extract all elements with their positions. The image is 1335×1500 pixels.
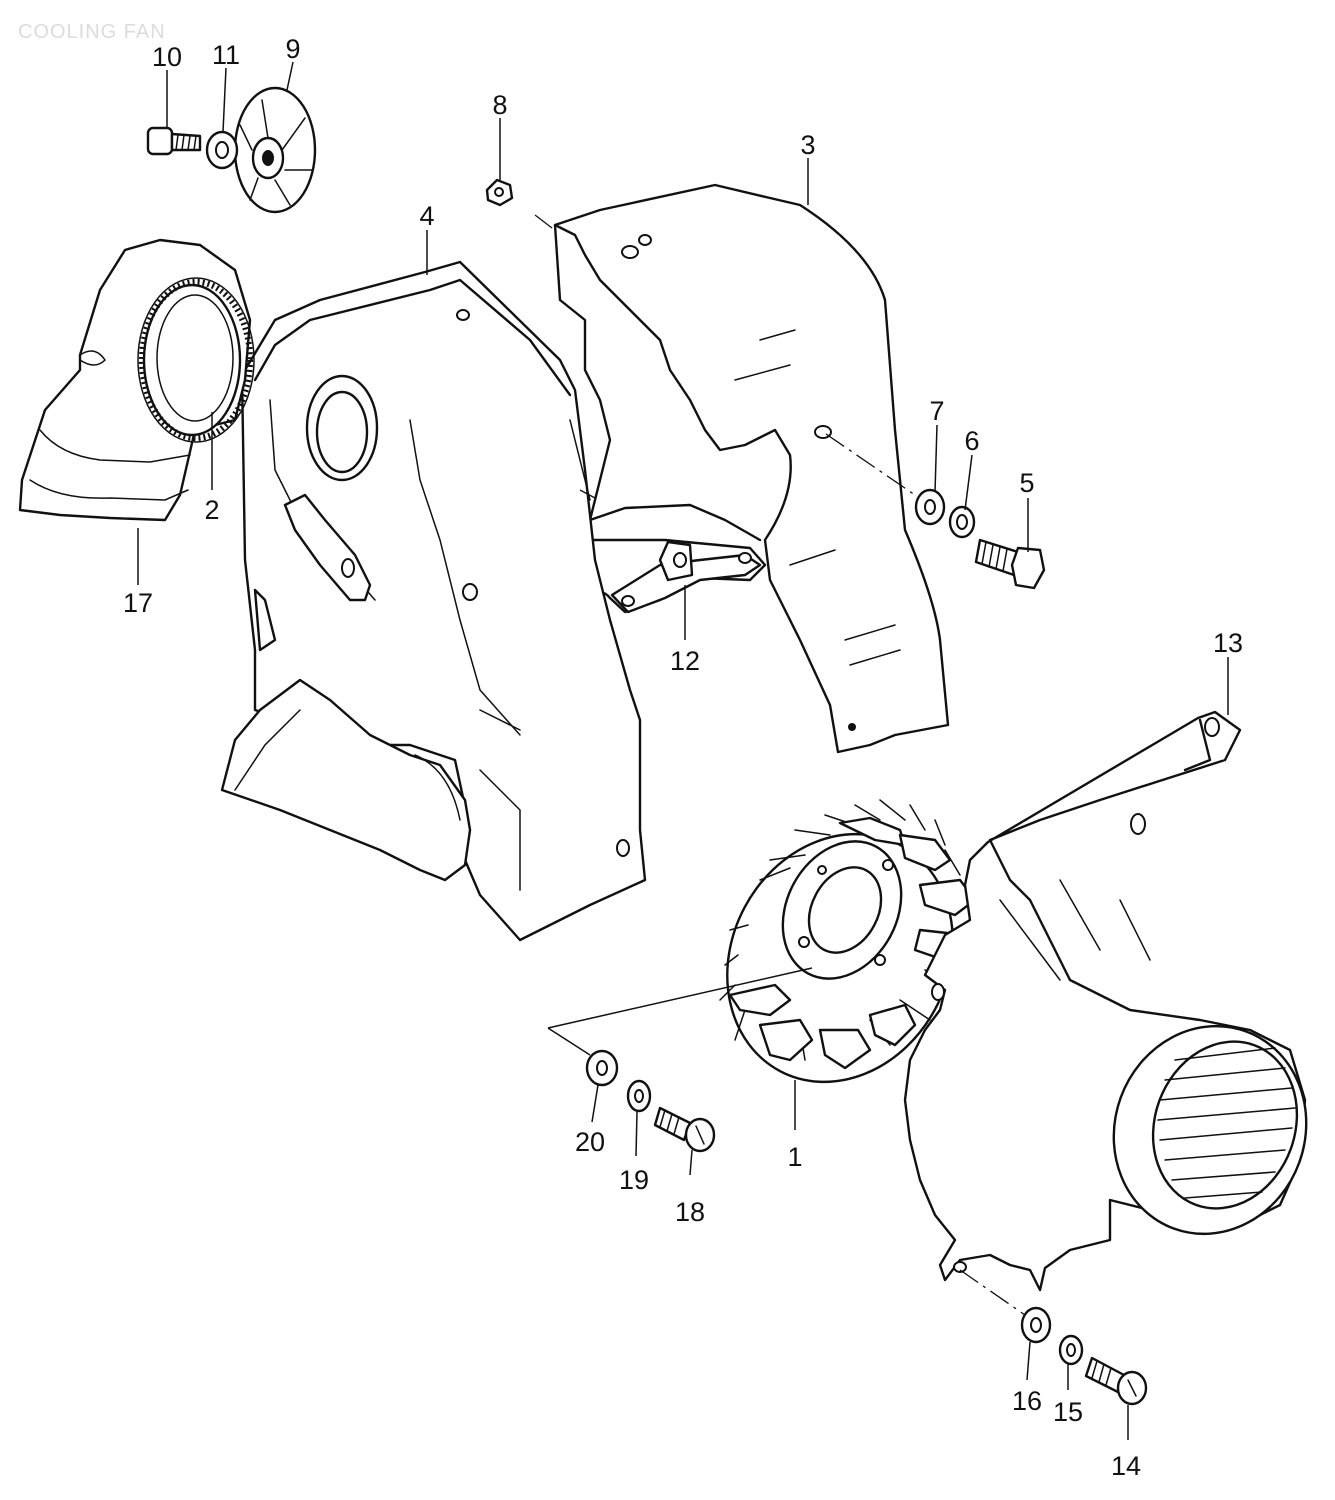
callout-4: 4 (419, 201, 434, 231)
callout-18: 18 (675, 1197, 705, 1227)
screw-14 (1084, 1356, 1148, 1406)
callout-7: 7 (929, 396, 944, 426)
rear-shroud-plate (553, 183, 950, 754)
screw-18 (653, 1106, 716, 1153)
hose-clamp (137, 277, 255, 443)
lock-washer-15 (1058, 1334, 1084, 1366)
fan-cover (903, 710, 1308, 1292)
main-shroud (220, 260, 647, 942)
callout-5: 5 (1019, 468, 1034, 498)
callout-10: 10 (152, 42, 182, 72)
intake-duct (18, 238, 252, 522)
lock-washer-6 (948, 505, 976, 539)
washer-20 (585, 1049, 619, 1087)
callout-9: 9 (285, 34, 300, 64)
bolt-10 (146, 126, 202, 156)
callout-1: 1 (787, 1142, 802, 1172)
assembly-lines (534, 214, 1026, 1316)
small-nut (485, 178, 514, 207)
callout-13: 13 (1213, 628, 1243, 658)
callout-8: 8 (492, 90, 507, 120)
callout-6: 6 (964, 426, 979, 456)
washer-11 (205, 130, 239, 170)
small-impeller (233, 86, 317, 214)
lock-washer-19 (626, 1079, 652, 1113)
callout-15: 15 (1053, 1397, 1083, 1427)
callout-3: 3 (800, 130, 815, 160)
washer-7 (914, 488, 946, 526)
callout-16: 16 (1012, 1386, 1042, 1416)
callout-19: 19 (619, 1165, 649, 1195)
callout-numbers: 1 2 3 4 5 6 7 8 9 10 11 12 13 14 15 16 1… (123, 34, 1243, 1481)
callout-11: 11 (212, 40, 240, 70)
callout-20: 20 (575, 1127, 605, 1157)
faint-title: COOLING FAN (18, 21, 166, 43)
callout-2: 2 (204, 495, 219, 525)
callout-12: 12 (670, 646, 700, 676)
bolt-5 (974, 538, 1046, 590)
callout-17: 17 (123, 588, 153, 618)
callout-14: 14 (1111, 1451, 1141, 1481)
washer-16 (1020, 1306, 1052, 1344)
callout-leaders (137, 61, 1229, 1440)
